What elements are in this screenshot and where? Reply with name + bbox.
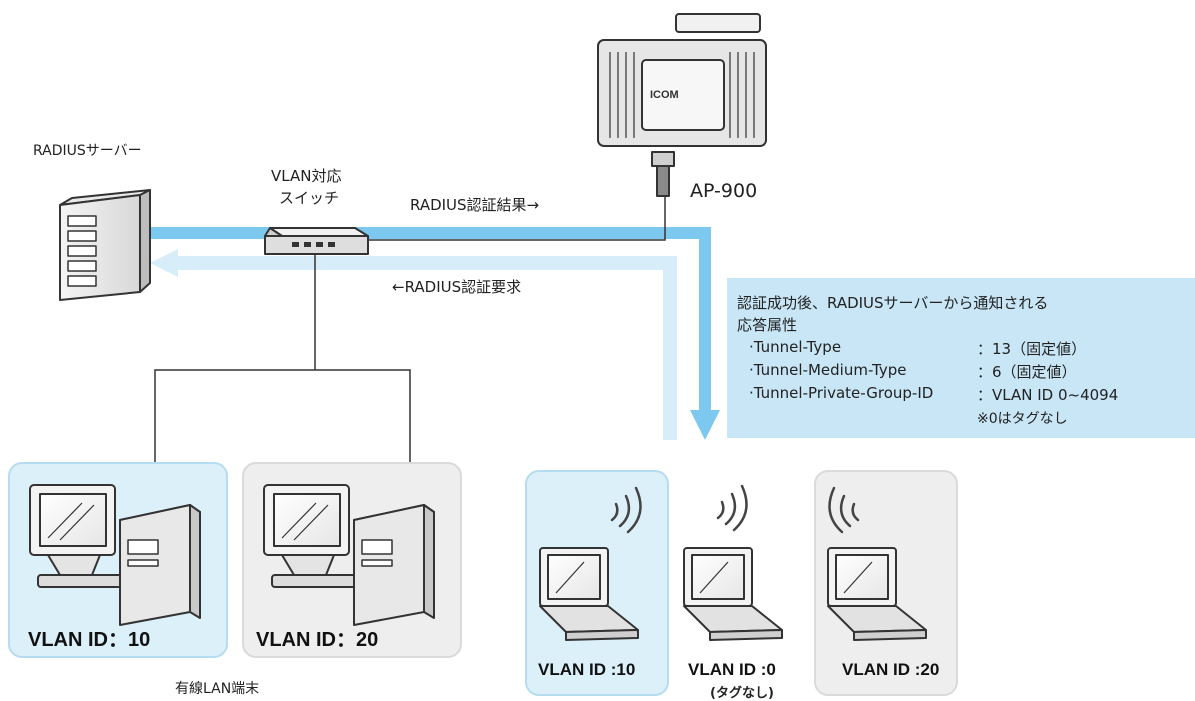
note-footnote: ※0はタグなし [977,411,1068,427]
access-point-model-label: AP-900 [690,180,758,202]
attribute-name-tunnel-private-group-id: ·Tunnel-Private-Group-ID [749,384,934,402]
wireless-vlan0-label: VLAN ID :0 [688,660,776,679]
attribute-name-tunnel-medium-type: ·Tunnel-Medium-Type [749,361,907,379]
wifi-signal-icon-vlan20 [828,486,860,534]
radius-server-label: RADIUSサーバー [33,143,142,159]
request-flow-line [150,249,677,440]
radius-server-icon [59,189,151,301]
attribute-name-tunnel-type: ·Tunnel-Type [749,338,842,356]
attribute-value-tunnel-type: ：13（固定値） [977,340,1087,358]
attribute-value-tunnel-medium-type: ：6（固定値） [977,363,1077,381]
wireless-vlan0-untagged-label: (タグなし) [710,686,774,701]
note-line-1: 認証成功後、RADIUSサーバーから通知される [737,294,1049,312]
vlan-switch-icon [264,227,369,255]
laptop-icon-vlan0 [683,547,783,641]
wireless-vlan20-label: VLAN ID :20 [842,660,940,679]
switch-label-line-2: スイッチ [279,189,340,207]
wired-vlan20-label: VLAN ID：20 [256,629,379,651]
note-line-2: 応答属性 [737,316,798,334]
wired-vlan10-label: VLAN ID：10 [28,629,151,651]
wifi-signal-icon-vlan10 [610,486,642,534]
laptop-icon-vlan10 [539,547,639,641]
access-point-brand-label: ICOM [650,89,679,101]
auth-result-label: RADIUS認証結果→ [410,196,540,214]
wired-desktop-icon-vlan10 [29,484,201,626]
attribute-value-tunnel-private-group-id: ：VLAN ID 0~4094 [977,386,1119,404]
access-point-icon [597,13,767,197]
auth-request-label: ←RADIUS認証要求 [392,278,522,296]
laptop-icon-vlan20 [827,547,927,641]
switch-label-line-1: VLAN対応 [271,167,342,185]
wired-desktop-icon-vlan20 [263,484,435,626]
wireless-vlan10-label: VLAN ID :10 [538,660,636,679]
wired-terminal-label: 有線LAN端末 [175,681,260,697]
response-attributes-note: 認証成功後、RADIUSサーバーから通知される 応答属性 ·Tunnel-Typ… [727,278,1195,438]
lan-cabling [154,195,666,462]
wifi-signal-icon-vlan0 [716,484,748,532]
